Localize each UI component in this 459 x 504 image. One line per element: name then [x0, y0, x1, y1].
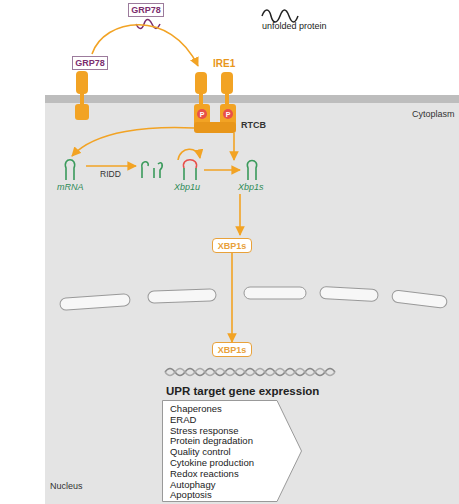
- phospho-mark: [223, 109, 233, 119]
- receptor-transmembrane: [225, 94, 229, 104]
- nuclear-envelope: [148, 289, 216, 303]
- mrna-hairpin: [247, 161, 256, 181]
- phospho-label: P: [226, 111, 231, 118]
- unfolded-protein: [262, 10, 298, 22]
- rna-label: Xbp1s: [238, 183, 264, 192]
- intron-loop: [183, 160, 196, 168]
- mrna-hairpin: [184, 168, 196, 180]
- receptor-domain: [195, 72, 207, 94]
- rnase-domain: [194, 122, 236, 133]
- translation-arrow: [239, 194, 241, 235]
- splicing-arrow: [178, 149, 200, 160]
- receptor-transmembrane: [199, 94, 203, 104]
- rna-label: mRNA: [57, 183, 84, 192]
- protein-name: GRP78: [131, 5, 161, 15]
- list-item: Quality control: [170, 447, 254, 458]
- protein-box: XBP1s: [212, 238, 252, 253]
- nuclear-envelope: [391, 290, 447, 309]
- phospho-label: P: [200, 111, 205, 118]
- list-item: Apoptosis: [170, 490, 254, 501]
- ridd-arrow: [72, 128, 194, 156]
- flow-arrow: [231, 253, 233, 342]
- protein-name: GRP78: [75, 58, 105, 68]
- list-item: Chaperones: [170, 404, 254, 415]
- mrna-fragment: [154, 163, 162, 178]
- nuclear-envelope: [60, 294, 131, 311]
- protein-label: IRE1: [213, 59, 235, 69]
- nuclear-envelope: [244, 287, 306, 299]
- gene-list-arrow: UPR target gene expressionChaperonesERAD…: [162, 400, 302, 502]
- dna-strand: [165, 369, 335, 376]
- list-item: Cytokine production: [170, 458, 254, 469]
- callout-label: unfolded protein: [262, 22, 327, 31]
- nuclear-envelope: [320, 286, 379, 301]
- protein-name: XBP1s: [218, 345, 247, 355]
- mrna-hairpin: [65, 160, 74, 180]
- process-label: RIDD: [100, 170, 121, 179]
- list-item: ERAD: [170, 415, 254, 426]
- cytoplasm-area: [45, 100, 459, 504]
- region-label: Cytoplasm: [412, 110, 455, 119]
- protein-label: RTCB: [241, 121, 266, 130]
- protein-box: XBP1s: [212, 342, 252, 357]
- ligation-arrow: [233, 133, 235, 160]
- list-heading: UPR target gene expression: [166, 385, 319, 397]
- rna-label: Xbp1u: [174, 183, 200, 192]
- receptor-domain: [76, 71, 88, 94]
- region-label: Nucleus: [50, 482, 83, 491]
- receptor-domain: [221, 72, 233, 94]
- list-item: Protein degradation: [170, 436, 254, 447]
- membrane: [45, 95, 459, 103]
- receptor-domain: [75, 104, 89, 120]
- phospho-mark: [197, 109, 207, 119]
- receptor-transmembrane: [80, 94, 84, 104]
- dna-strand: [165, 369, 335, 376]
- protein-box: GRP78: [72, 56, 108, 70]
- protein-box: GRP78: [128, 3, 164, 17]
- protein-name: XBP1s: [218, 241, 247, 251]
- list-item: Autophagy: [170, 480, 254, 491]
- splicing-arrow: [204, 169, 240, 171]
- list-item: Stress response: [170, 426, 254, 437]
- mrna-fragment: [142, 162, 149, 178]
- gene-list: ChaperonesERADStress responseProtein deg…: [170, 404, 254, 501]
- arrow-outline: [163, 401, 302, 502]
- list-item: Redox reactions: [170, 469, 254, 480]
- cleavage-arrow: [86, 165, 136, 167]
